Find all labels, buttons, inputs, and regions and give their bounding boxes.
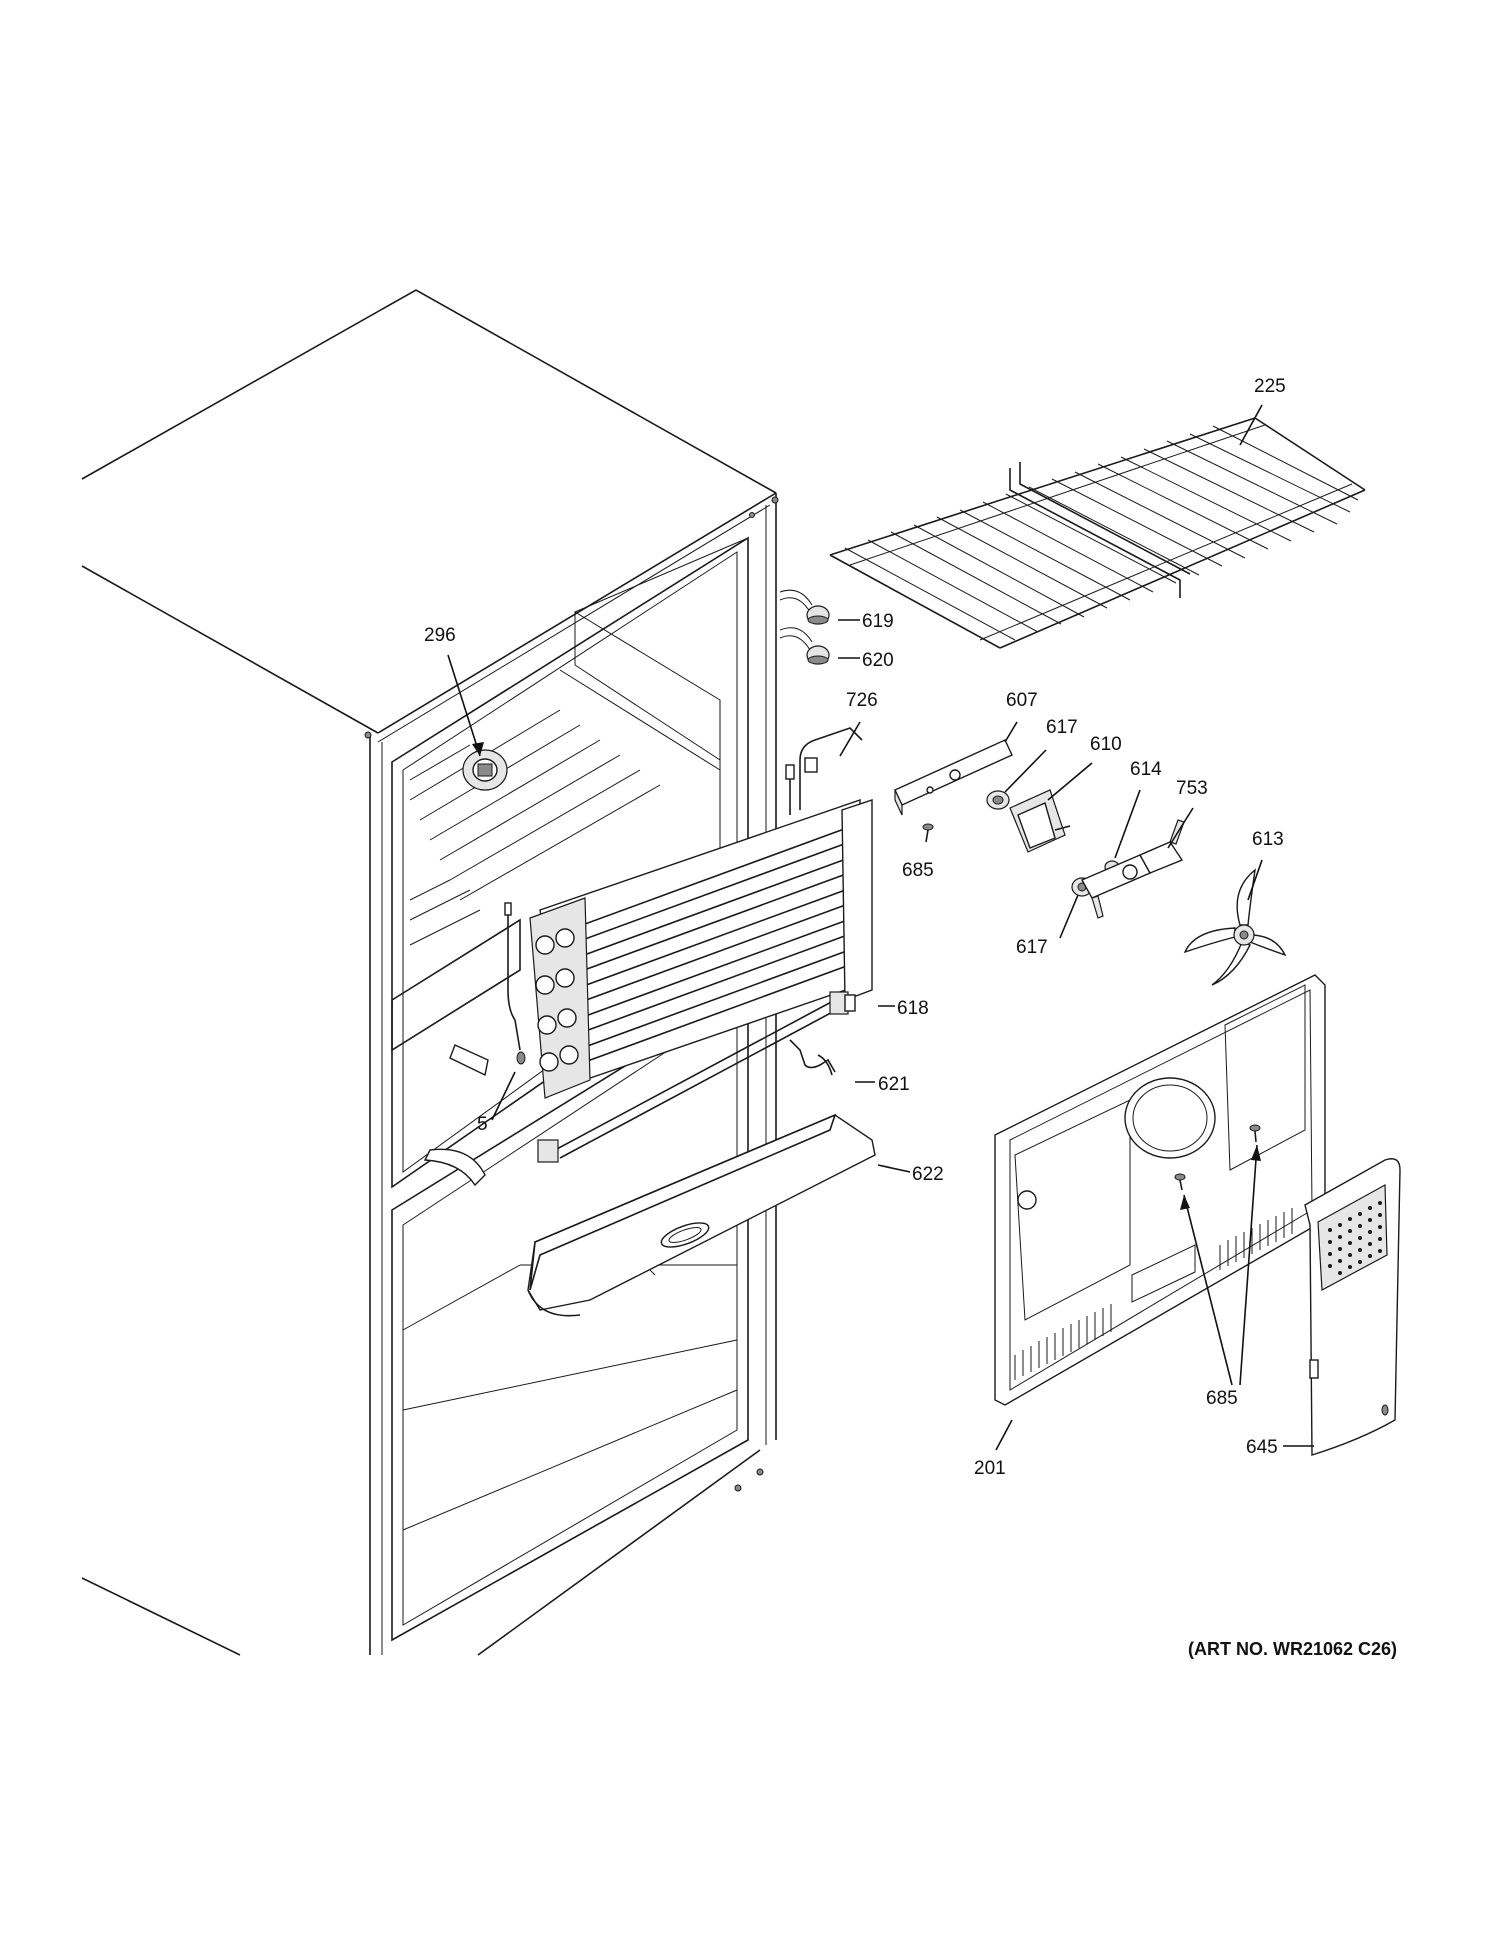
part-296-control (462, 749, 508, 791)
part-619-thermistor (779, 589, 830, 625)
callout-617-upper: 617 (1046, 717, 1078, 738)
art-number: (ART NO. WR21062 C26) (1188, 1639, 1397, 1659)
callout-645: 645 (1246, 1437, 1278, 1458)
cover-vents-left (1014, 1304, 1112, 1380)
callout-296: 296 (424, 625, 456, 646)
part-607-bracket (894, 739, 1013, 816)
callout-619: 619 (862, 611, 894, 632)
callout-753: 753 (1176, 778, 1208, 799)
callout-614: 614 (1130, 759, 1162, 780)
callout-726: 726 (846, 690, 878, 711)
callout-685-upper: 685 (902, 860, 934, 881)
callout-201: 201 (974, 1458, 1006, 1479)
part-618-defrost-heater (537, 991, 856, 1163)
part-201-evaporator-cover (994, 974, 1326, 1406)
callout-617-lower: 617 (1016, 937, 1048, 958)
callout-225: 225 (1254, 376, 1286, 397)
part-225-wire-shelf (829, 417, 1366, 649)
part-5-harness (504, 902, 526, 1065)
part-685-screw-lower-b (1249, 1124, 1261, 1143)
part-685-screw-lower-a (1174, 1173, 1186, 1191)
part-753-motor-bracket (1081, 819, 1185, 919)
leader-lines (447, 404, 1314, 1451)
callout-607: 607 (1006, 690, 1038, 711)
grille-dots (1328, 1201, 1382, 1275)
part-726-evaporator (529, 727, 873, 1099)
callout-622: 622 (912, 1164, 944, 1185)
callout-621: 621 (878, 1074, 910, 1095)
part-645-duct-cover (1304, 1158, 1401, 1456)
callout-620: 620 (862, 650, 894, 671)
evaporator-tubes (554, 824, 864, 1071)
shelf-wires (844, 425, 1359, 641)
part-613-fan-blade (1183, 868, 1287, 986)
part-685-screw-upper (922, 823, 934, 843)
part-610-fan-motor (1009, 789, 1071, 853)
cover-vents-right (1219, 1208, 1293, 1270)
callout-685-lower: 685 (1206, 1388, 1238, 1409)
callout-labels: 225 619 620 296 726 607 617 610 614 753 … (424, 376, 1397, 1659)
part-621-clip (789, 1039, 836, 1076)
part-622-drain-pan (527, 1113, 876, 1317)
part-620-thermistor (779, 627, 830, 665)
callout-618: 618 (897, 998, 929, 1019)
callout-610: 610 (1090, 734, 1122, 755)
callout-5: 5 (477, 1114, 488, 1135)
part-617-grommet-upper (986, 790, 1010, 810)
callout-613: 613 (1252, 829, 1284, 850)
